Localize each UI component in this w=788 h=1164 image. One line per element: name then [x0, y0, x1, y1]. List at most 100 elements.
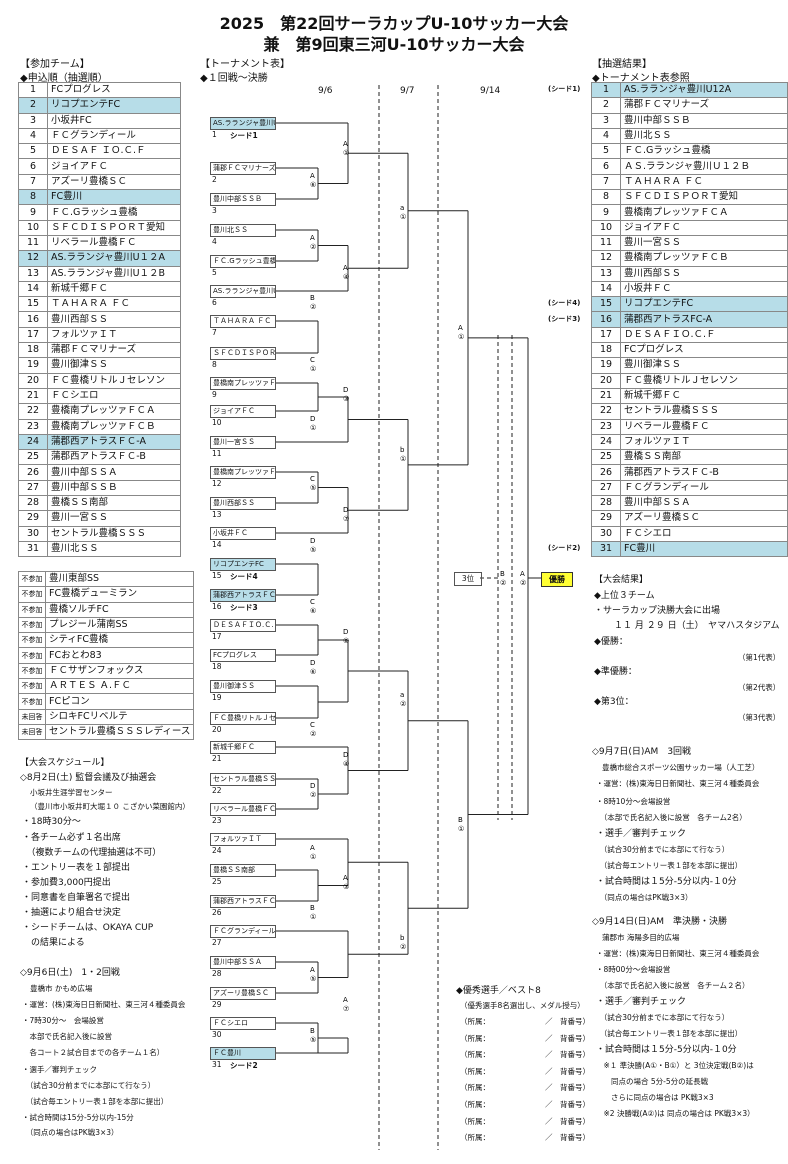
bracket-slot-num: 11	[212, 449, 222, 458]
bracket-match-label: ②	[500, 579, 506, 587]
bracket-match-label: D	[310, 415, 315, 423]
bracket-slot: 蒲郡西アトラスＦＣ-B	[210, 895, 276, 908]
day4-place: 蒲郡市 海陽多目的広場	[602, 933, 680, 942]
bracket-match-label: B	[458, 816, 463, 824]
bracket-match-label: ①	[343, 149, 349, 157]
title-line2: 兼 第9回東三河U-10サッカー大会	[263, 35, 525, 54]
participant-name: 豊川北ＳＳ	[47, 540, 181, 558]
bracket-slot-num: 3	[212, 206, 217, 215]
draw-name: 蒲郡ＦＣマリナーズ	[620, 97, 788, 114]
draw-no: 31	[591, 540, 621, 558]
bracket-slot-num: 8	[212, 360, 217, 369]
draw-name: リコプエンテFC	[620, 296, 788, 313]
draw-name: フォルツァＩＴ	[620, 433, 788, 451]
bracket-slot: リコプエンテFC	[210, 558, 276, 571]
draw-seed-tag: (シード2)	[548, 544, 581, 552]
day4-item: ・選手／審判チェック	[596, 997, 687, 1007]
draw-no: 11	[591, 234, 621, 252]
draw-name: ＳＦＣＤＩＳＰＯＲＴ愛知	[620, 189, 788, 206]
bracket-slot-num: 21	[212, 754, 222, 763]
bracket-match-label: ⑦	[343, 1005, 349, 1013]
day4-item: （本部で氏名記入後に設営 各チーム２名）	[596, 981, 750, 990]
bracket-slot-num: 31	[212, 1060, 222, 1069]
results-sara: ・サーラカップ決勝大会に出場	[594, 606, 721, 616]
best8-note: （優秀選手8名選出し、メダル授与）	[460, 1001, 585, 1010]
schedule-day2-title: ◇9月6日(土) 1・2回戦	[20, 968, 120, 978]
draw-no: 7	[591, 173, 621, 191]
draw-header: 【抽選結果】	[592, 59, 652, 70]
best8-row-number: ／ 背番号）	[545, 1083, 590, 1093]
draw-name: セントラル豊橋ＳＳＳ	[620, 403, 788, 420]
day3-item: （試合毎エントリー表１部を本部に提出）	[596, 861, 743, 870]
day3-item: （本部で氏名記入後に設営 各チーム2名）	[596, 813, 747, 822]
day4-item: さらに同点の場合は PK戦3×3	[596, 1093, 714, 1102]
draw-name: ＦＣシエロ	[620, 525, 788, 542]
schedule-day2-item: ・7時30分～ 会場設営	[22, 1016, 104, 1025]
day3-item: （試合30分前までに本部にて行なう）	[596, 845, 730, 854]
schedule-day1-item: ・各チーム必ず１名出席	[22, 833, 121, 843]
bracket-match-label: A	[310, 966, 315, 974]
draw-name: ジョイアＦＣ	[620, 219, 788, 236]
best8-row-number: ／ 背番号）	[545, 1033, 590, 1043]
schedule-day1-item: ・18時30分～	[22, 817, 81, 827]
draw-no: 1	[591, 81, 621, 99]
bracket-match-label: ②	[310, 303, 316, 311]
day4-item: ※１ 準決勝(A①・B①）と 3位決定戦(B②)は	[596, 1061, 754, 1070]
draw-name: 豊川御津ＳＳ	[620, 357, 788, 374]
bracket-slot: 新城千郷ＦＣ	[210, 741, 276, 754]
schedule-day2-item: ・運営：(株)東海日日新聞社、東三河４種委員会	[22, 1000, 186, 1009]
schedule-day2-item: 本部で氏名記入後に設営	[22, 1032, 112, 1041]
bracket-match-label: A	[343, 264, 348, 272]
draw-name: 豊川西部ＳＳ	[620, 265, 788, 282]
third-place-box: 3位	[454, 572, 482, 586]
bracket-match-label: ④	[343, 760, 349, 768]
bracket-slot: 小坂井ＦＣ	[210, 527, 276, 540]
bracket-slot: 豊川一宮ＳＳ	[210, 436, 276, 449]
draw-no: 21	[591, 387, 621, 405]
bracket-match-label: A	[310, 234, 315, 242]
date-final: 9/14	[480, 86, 501, 96]
day3-title: ◇9月7日(日)AM 3回戦	[592, 747, 692, 757]
tournament-sub: ◆１回戦～決勝	[200, 73, 268, 84]
results-sara-date: １１ 月 ２９ 日（土） ヤマハスタジアム	[614, 621, 780, 631]
bracket-match-label: ⑥	[343, 637, 349, 645]
bracket-match-label: b	[400, 934, 405, 942]
bracket-match-label: ③	[343, 883, 349, 891]
schedule-day2-item: ・試合時間は15分-5分以内-15分	[22, 1113, 134, 1122]
bracket-slot: ＦＣ豊川	[210, 1047, 276, 1060]
draw-seed-tag: (シード4)	[548, 299, 581, 308]
schedule-day1-item: ・参加費3,000円提出	[22, 878, 111, 888]
day4-item: ・8時00分～会場設営	[596, 965, 671, 974]
bracket-slot-num: 18	[212, 662, 222, 671]
draw-name: 豊川中部ＳＳＡ	[620, 495, 788, 512]
results-winner: ◆優勝：	[594, 637, 628, 647]
bracket-match-label: B	[310, 294, 315, 302]
bracket-match-label: D	[310, 537, 315, 545]
bracket-slot: FCプログレス	[210, 649, 276, 662]
absent-row: 未回答セントラル豊橋ＳＳＳレディース	[18, 723, 195, 741]
draw-sub: ◆トーナメント表参照	[592, 73, 690, 84]
bracket-slot: 豊川北ＳＳ	[210, 224, 276, 237]
draw-name: 蒲郡西アトラスＦＣ-B	[620, 464, 788, 481]
